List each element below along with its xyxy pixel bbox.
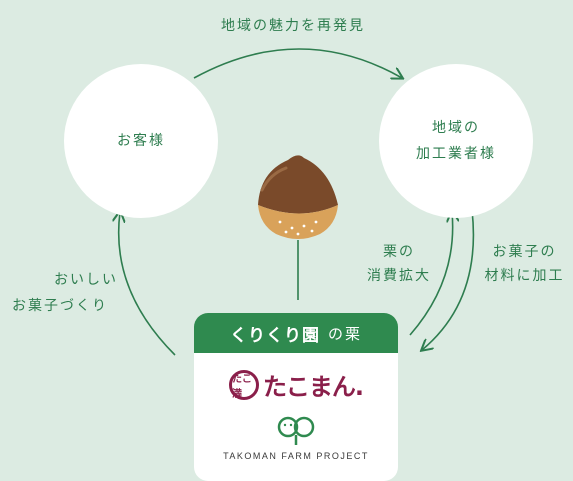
right-outer-line2: 材料に加工	[484, 268, 565, 284]
farm-project-text: TAKOMAN FARM PROJECT	[223, 451, 369, 461]
left-arrow-label: おいしい	[36, 268, 136, 292]
right-inner-arrow	[409, 212, 453, 336]
right-inner-line2: 消費拡大	[367, 268, 431, 284]
top-arrow	[193, 48, 402, 78]
top-arrow-label: 地域の魅力を再発見	[221, 18, 365, 34]
business-circle: 地域の 加工業者様	[379, 64, 533, 218]
left-label-line1: おいしい	[54, 272, 118, 288]
right-outer-label: お菓子の 材料に加工	[476, 240, 573, 288]
brand-card-header: くりくり園 の栗	[194, 313, 398, 353]
takoman-badge: たこ満	[228, 369, 259, 400]
customer-label: お客様	[117, 133, 165, 149]
flow-arrows	[0, 48, 475, 356]
brand-suffix: の栗	[327, 324, 362, 343]
takoman-logo-text: たこまん.	[262, 373, 364, 401]
left-arrow-label-line2: お菓子づくり	[12, 298, 108, 314]
chestnut-icon	[258, 155, 338, 239]
farm-project-logo-icon	[277, 416, 315, 445]
cycle-diagram: 地域の魅力を再発見 お客様 地域の 加工業者様 おいしい お菓子づくり 栗の 消…	[0, 18, 573, 481]
right-inner-label: 栗の 消費拡大	[360, 240, 438, 288]
left-arrow	[119, 212, 176, 356]
kurikuri-logo-text: くりくり園	[229, 325, 320, 346]
right-outer-line1: お菓子の	[492, 244, 557, 260]
business-label-line2: 加工業者様	[416, 146, 496, 162]
takoman-logo: たこ満 たこまん.	[194, 367, 398, 402]
customer-circle: お客様	[64, 64, 218, 218]
right-outer-arrow	[422, 209, 475, 350]
brand-card: くりくり園 の栗 たこ満 たこまん. TAKOMAN FARM PROJECT	[194, 313, 398, 481]
right-inner-line1: 栗の	[383, 244, 415, 260]
business-label-line1: 地域の	[432, 120, 480, 136]
